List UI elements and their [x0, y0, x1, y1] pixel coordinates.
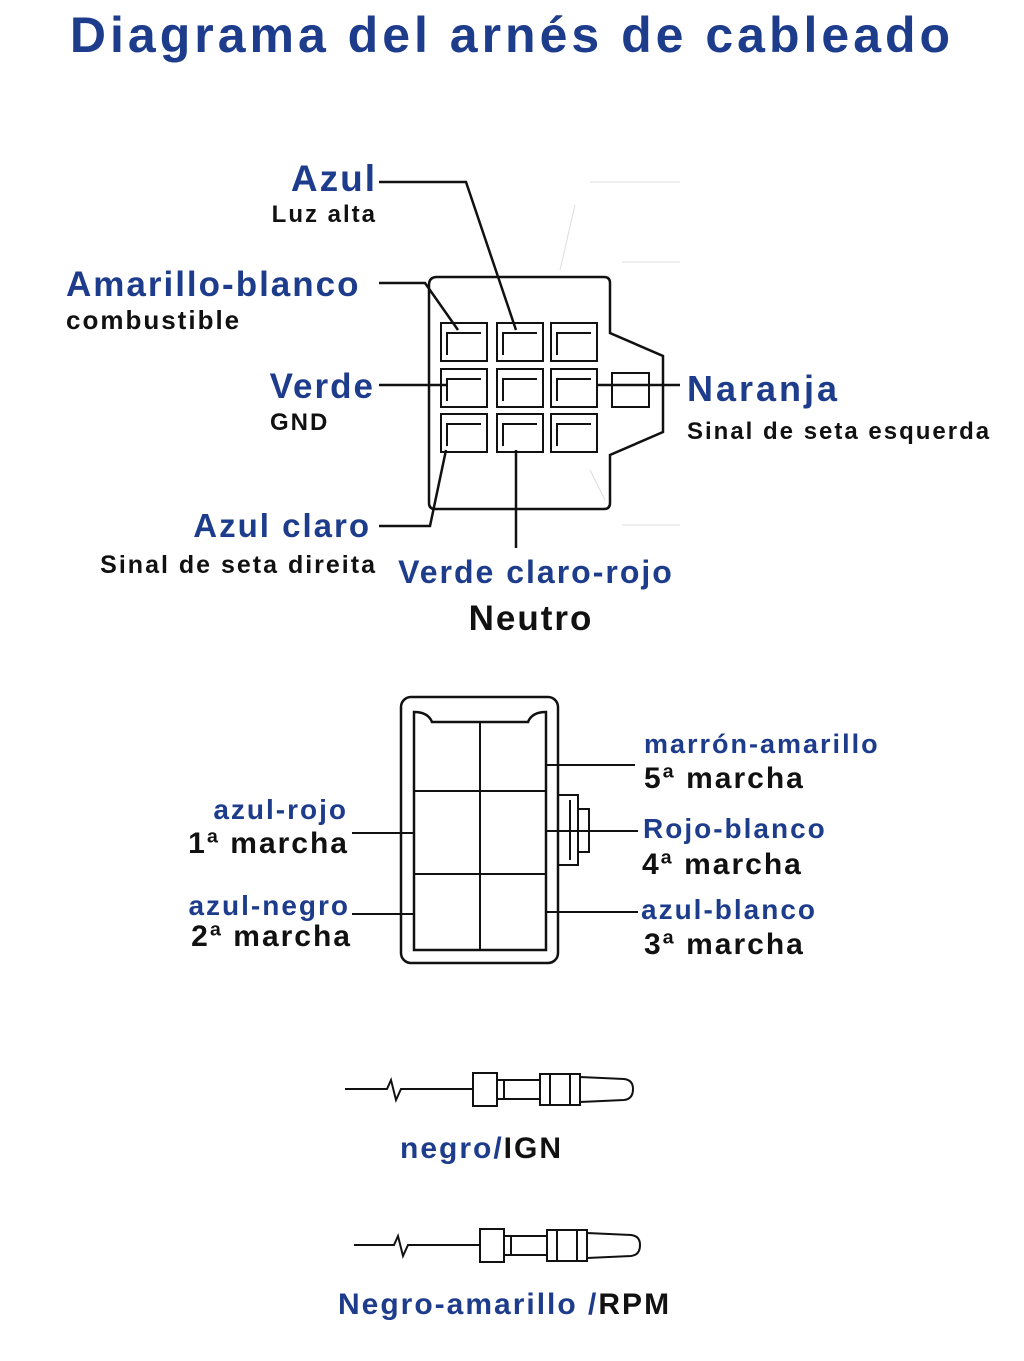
terminal-rpm-connector [479, 1228, 642, 1263]
function-label-combustible: combustible [66, 305, 241, 335]
wire-label-azul-negro: azul-negro [188, 890, 350, 921]
connector-2: marrón-amarillo 5ª marcha azul-rojo 1ª m… [188, 695, 880, 965]
page-title: Diagrama del arnés de cableado [70, 7, 954, 63]
connector-1-body [427, 275, 665, 511]
wire-label-amarillo-blanco: Amarillo-blanco [66, 265, 360, 304]
function-label-3a-marcha: 3ª marcha [644, 928, 805, 961]
terminal-ign-wire [345, 1076, 473, 1104]
function-label-neutro: Neutro [469, 599, 594, 638]
terminal-ign: negro/IGN [345, 1072, 635, 1165]
function-label-2a-marcha: 2ª marcha [191, 920, 352, 953]
terminal-rpm-function-label: RPM [598, 1288, 671, 1321]
terminal-ign-function-label: IGN [504, 1132, 563, 1165]
wire-label-azul-claro: Azul claro [193, 507, 371, 544]
function-label-gnd: GND [270, 409, 329, 436]
wire-label-naranja: Naranja [687, 368, 840, 409]
function-label-1a-marcha: 1ª marcha [188, 827, 349, 860]
function-label-sinal-esquerda: Sinal de seta esquerda [687, 418, 991, 445]
terminal-ign-connector [472, 1072, 635, 1107]
function-label-4a-marcha: 4ª marcha [642, 848, 803, 881]
wire-label-azul: Azul [291, 158, 377, 199]
connector-1-leaders [379, 180, 680, 548]
connector-2-leaders [352, 764, 638, 915]
connector-1-pins [440, 322, 650, 453]
connector-1-guide [559, 181, 680, 526]
terminal-rpm-wire-label: Negro-amarillo / [338, 1288, 598, 1321]
wire-label-verde-claro-rojo: Verde claro-rojo [398, 554, 674, 590]
svg-text:Negro-amarillo /RPM: Negro-amarillo /RPM [338, 1288, 671, 1321]
wire-label-azul-blanco: azul-blanco [641, 894, 817, 925]
terminal-rpm-wire [354, 1232, 480, 1260]
connector-1: Azul Luz alta Amarillo-blanco combustibl… [66, 158, 991, 638]
connector-2-grid [414, 722, 546, 950]
function-label-5a-marcha: 5ª marcha [644, 762, 805, 795]
connector-2-inner [412, 710, 548, 952]
function-label-sinal-direita: Sinal de seta direita [100, 551, 377, 579]
function-label-luz-alta: Luz alta [272, 201, 377, 228]
wire-label-verde: Verde [270, 367, 375, 406]
terminal-ign-wire-label: negro/ [400, 1132, 504, 1165]
wire-label-rojo-blanco: Rojo-blanco [643, 813, 827, 844]
svg-text:negro/IGN: negro/IGN [400, 1132, 563, 1165]
wire-label-marron-amarillo: marrón-amarillo [644, 729, 880, 759]
wire-label-azul-rojo: azul-rojo [213, 794, 348, 825]
terminal-rpm: Negro-amarillo /RPM [338, 1228, 671, 1321]
